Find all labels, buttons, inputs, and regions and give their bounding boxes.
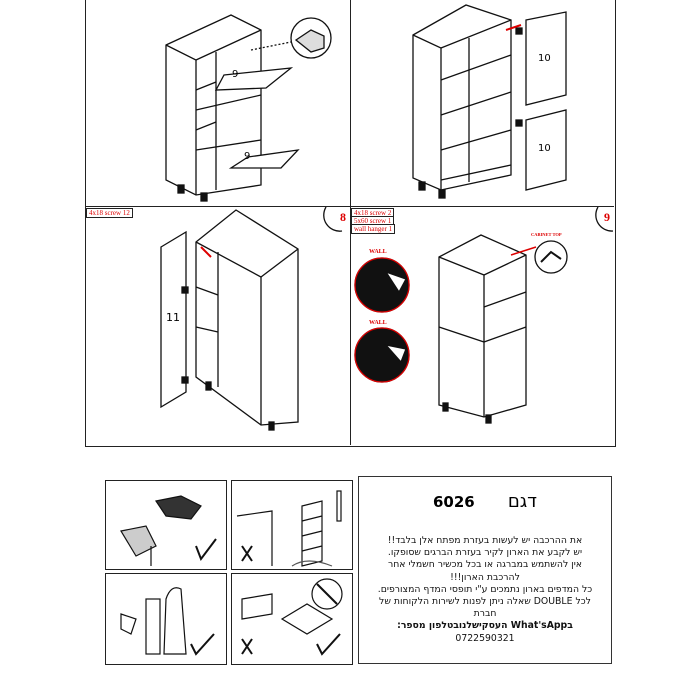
model-heading: 6026 דגם — [359, 491, 611, 512]
instruction-line: את ההרכבה יש לעשות בעזרת מפתח אלן בלבד!! — [387, 535, 583, 546]
step-panel-doors: 10 10 — [351, 0, 614, 206]
pictogram-no-solvents — [231, 573, 353, 665]
instruction-line: אין להשתמש במברגה או בכל מכשיר חשמלי אחר — [387, 559, 583, 571]
step-panel-8: 4x18 screw 12 8 11 — [86, 207, 350, 445]
pictogram-cleaning — [105, 573, 227, 665]
parts-list-item: wall hanger 1 — [351, 224, 396, 234]
model-number: 6026 — [432, 493, 475, 511]
wall-mount-illustration — [354, 207, 614, 424]
pictogram-moisture-warning — [231, 480, 353, 570]
model-label: דגם — [507, 491, 538, 512]
info-box: 6026 דגם את ההרכבה יש לעשות בעזרת מפתח א… — [358, 476, 612, 664]
instructions-text: את ההרכבה יש לעשות בעזרת מפתח אלן בלבד!!… — [365, 535, 605, 645]
cleaning-bottles-icon — [120, 587, 215, 656]
shelf-callout: 9 — [232, 69, 239, 80]
pictogram-no-power-tools — [105, 480, 227, 570]
phone-number: 0722590321 — [455, 632, 515, 644]
steps-grid — [85, 0, 616, 447]
water-heat-icon — [236, 490, 342, 567]
door-callout: 10 — [538, 53, 551, 64]
cabinet-top-label: CABINET TOP — [531, 232, 562, 237]
instruction-line: יש לקבע את הארון לקיר בעזרת הברגים שסופק… — [387, 547, 583, 559]
cabinet-doors-illustration — [412, 4, 567, 199]
assembly-hands-icon — [120, 495, 217, 566]
no-chemicals-icon — [241, 578, 343, 656]
contact-line: בWhat'sApp העסקישלנובטלפון מספר: — [397, 620, 573, 632]
grid-divider — [85, 206, 614, 207]
instruction-line: לכל DOUBLE שאלה ניתן לפנות לשירות הלקוחו… — [379, 596, 591, 608]
wall-label: WALL — [369, 320, 387, 326]
shelf-callout: 9 — [244, 151, 251, 162]
cabinet-shelves-illustration — [165, 14, 332, 202]
instruction-line: להרכבת הארון!!! — [450, 571, 520, 583]
cabinet-door-hinge-illustration — [160, 207, 343, 431]
step-panel-9: 4x18 screw 2 5x60 screw 1 wall hanger 1 … — [351, 207, 614, 445]
parts-list-item: 4x18 screw 12 — [86, 208, 133, 218]
wall-label: WALL — [369, 249, 387, 255]
grid-divider — [350, 0, 351, 445]
step-panel-shelves: 9 9 — [86, 0, 350, 206]
step-number: 8 — [340, 210, 346, 224]
step-number: 9 — [604, 210, 610, 224]
instruction-line: חברת — [473, 608, 497, 620]
door-callout: 11 — [166, 311, 180, 324]
instruction-line: כל המדפים בארון נתמכים ע"י תופסי המדף המ… — [377, 583, 593, 595]
door-callout: 10 — [538, 143, 551, 154]
